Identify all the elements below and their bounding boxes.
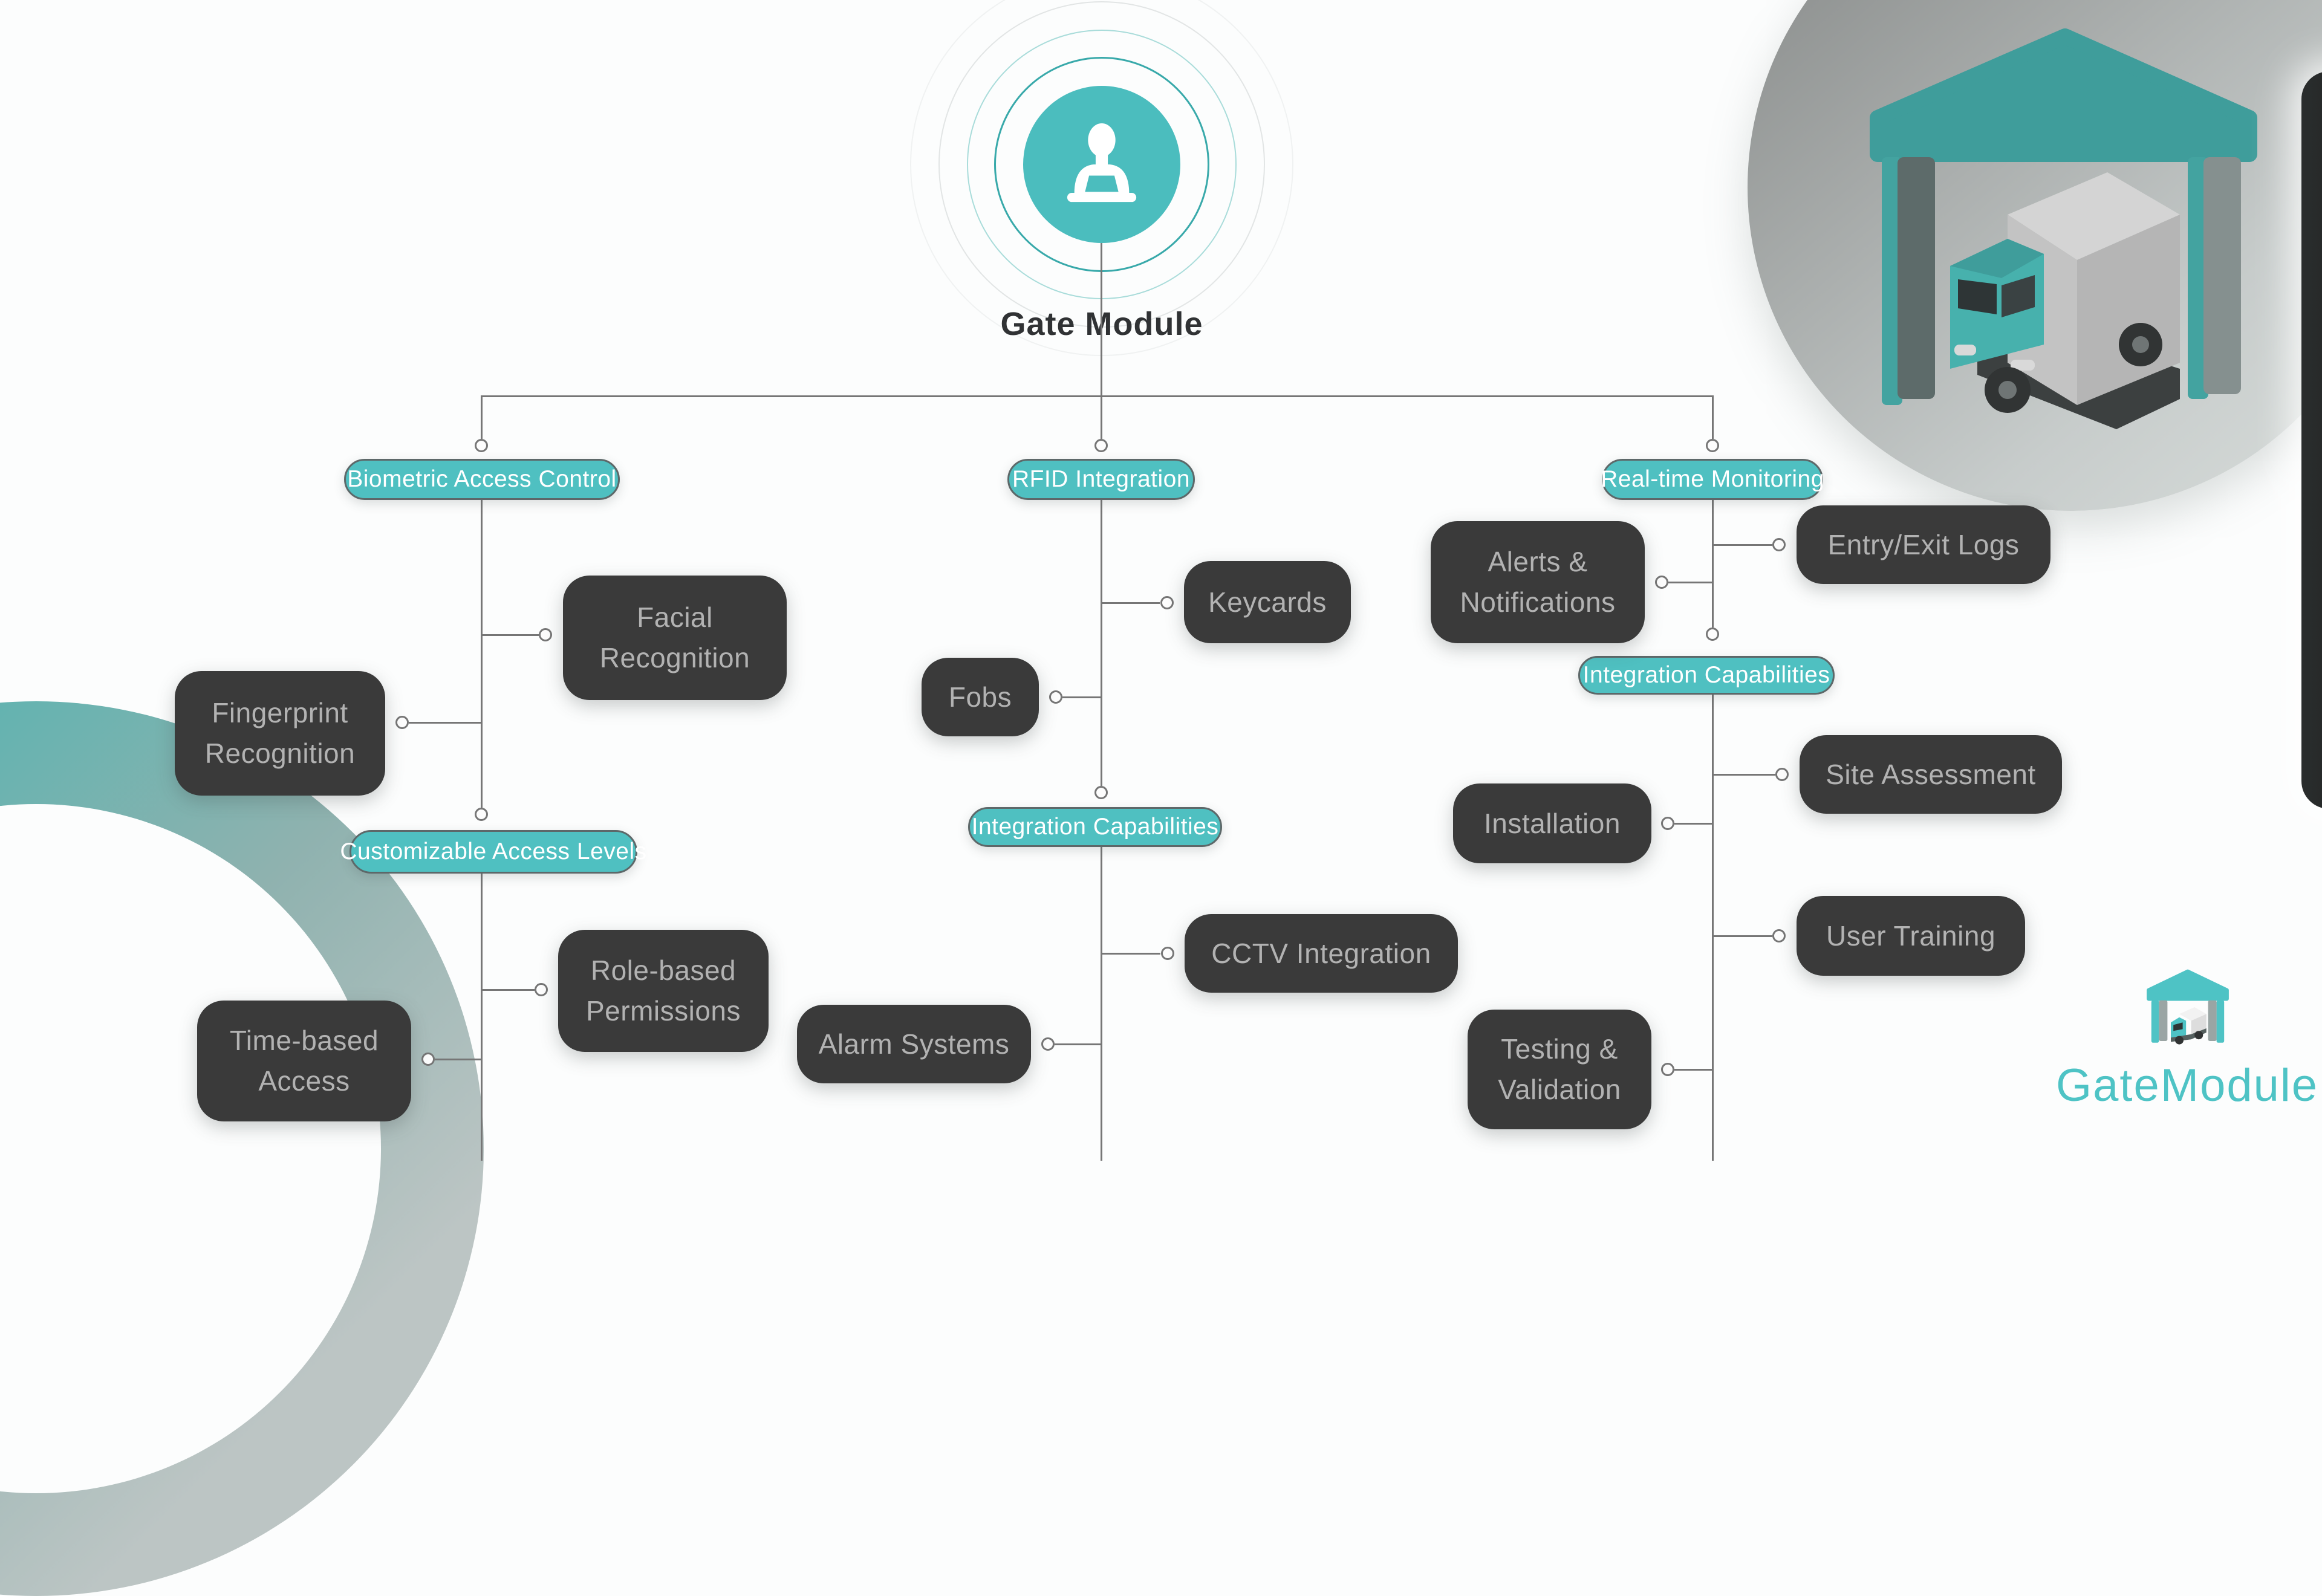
connector-line — [481, 500, 483, 808]
connector-dot — [1655, 576, 1668, 589]
connector-line — [1712, 544, 1772, 546]
node-time-based-access[interactable]: Time-based Access — [197, 1001, 411, 1121]
connector-dot — [535, 983, 548, 996]
connector-main-horizontal — [481, 395, 1714, 397]
connector-line — [1674, 823, 1712, 825]
connector-dot — [1706, 439, 1719, 452]
warehouse-gate-truck-illustration — [1870, 28, 2257, 429]
connector-line — [1712, 695, 1714, 1161]
connector-dot — [1772, 538, 1786, 551]
connector-dot — [1161, 947, 1174, 960]
connector-line — [1055, 1043, 1101, 1045]
connector-line — [1062, 696, 1101, 698]
connector-line — [1712, 935, 1772, 937]
connector-line — [481, 989, 535, 991]
connector-line — [1101, 602, 1160, 604]
node-entry-exit-logs[interactable]: Entry/Exit Logs — [1797, 505, 2050, 584]
node-fingerprint-recognition[interactable]: Fingerprint Recognition — [175, 671, 385, 796]
node-facial-recognition[interactable]: Facial Recognition — [563, 576, 787, 700]
topic-biometric-access-control[interactable]: Biometric Access Control — [344, 459, 620, 500]
connector-line — [1712, 774, 1775, 776]
root-node[interactable] — [1023, 86, 1180, 243]
connector-line — [1674, 1069, 1712, 1071]
connector-line — [1101, 500, 1102, 786]
connector-root-drop — [1101, 243, 1102, 396]
connector-dot — [539, 628, 552, 641]
node-cctv-integration[interactable]: CCTV Integration — [1185, 914, 1458, 993]
connector-line — [409, 722, 481, 724]
connector-dot — [1775, 768, 1789, 781]
connector-dot — [1041, 1037, 1055, 1051]
node-alerts-notifications[interactable]: Alerts & Notifications — [1431, 521, 1645, 643]
right-edge-panel — [2301, 71, 2322, 809]
gate-truck-icon — [2147, 969, 2229, 1045]
connector-line — [1101, 847, 1102, 1161]
connector-line — [1712, 500, 1714, 628]
topic-real-time-monitoring[interactable]: Real-time Monitoring — [1601, 459, 1824, 500]
connector-line — [1101, 396, 1102, 439]
node-keycards[interactable]: Keycards — [1184, 561, 1351, 643]
connector-dot — [1661, 817, 1674, 830]
connector-dot — [1094, 439, 1108, 452]
node-role-based-permissions[interactable]: Role-based Permissions — [558, 930, 769, 1052]
connector-dot — [1049, 690, 1062, 704]
topic-rfid-integration[interactable]: RFID Integration — [1007, 459, 1195, 500]
brand-logo-text: GateModule — [2056, 1060, 2319, 1111]
topic-integration-capabilities-right[interactable]: Integration Capabilities — [1578, 656, 1835, 695]
topic-integration-capabilities-mid[interactable]: Integration Capabilities — [968, 807, 1222, 847]
connector-dot — [475, 439, 488, 452]
connector-line — [481, 634, 539, 636]
node-testing-validation[interactable]: Testing & Validation — [1468, 1010, 1651, 1129]
node-fobs[interactable]: Fobs — [922, 658, 1039, 736]
connector-dot — [1661, 1063, 1674, 1076]
connector-line — [1668, 582, 1712, 583]
connector-line — [1101, 953, 1160, 955]
connector-dot — [475, 808, 488, 821]
connector-line — [1712, 396, 1714, 439]
connector-dot — [1706, 628, 1719, 641]
connector-dot — [1160, 596, 1174, 609]
connector-line — [435, 1059, 481, 1060]
connector-line — [481, 396, 483, 439]
topic-customizable-access-levels[interactable]: Customizable Access Levels — [340, 830, 646, 874]
connector-dot — [395, 716, 409, 729]
node-site-assessment[interactable]: Site Assessment — [1800, 735, 2062, 814]
node-user-training[interactable]: User Training — [1797, 896, 2025, 976]
node-alarm-systems[interactable]: Alarm Systems — [797, 1005, 1031, 1083]
connector-dot — [1094, 786, 1108, 799]
connector-line — [481, 874, 483, 1161]
person-at-desk-icon — [1067, 123, 1137, 203]
node-installation[interactable]: Installation — [1453, 783, 1651, 863]
connector-dot — [1772, 929, 1786, 942]
connector-dot — [421, 1053, 435, 1066]
